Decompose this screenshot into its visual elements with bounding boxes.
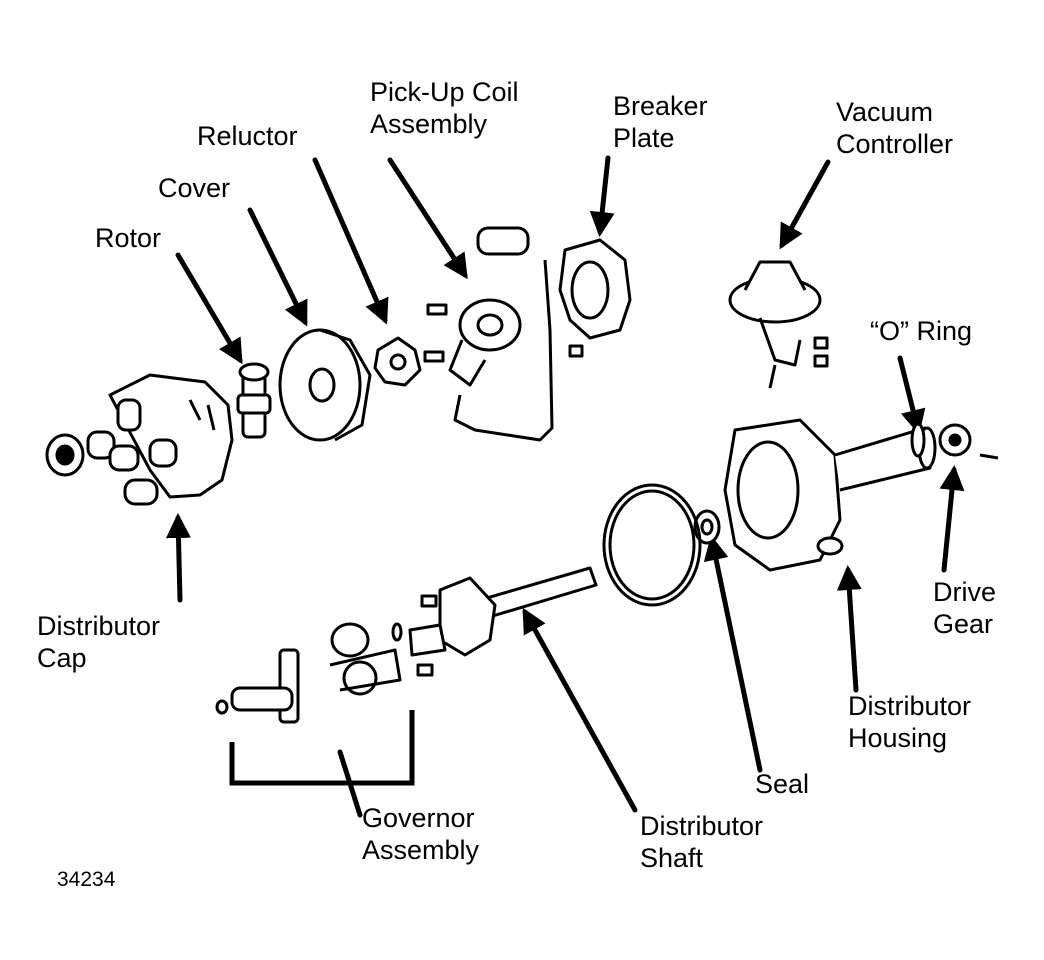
label-line: Distributor xyxy=(37,611,161,641)
label-line: Plate xyxy=(613,123,675,153)
label-breaker-plate: Breaker Plate xyxy=(613,90,708,154)
label-line: “O” Ring xyxy=(870,316,973,346)
vacuum-controller-part xyxy=(728,260,829,389)
arrow-distributor-cap xyxy=(165,513,191,603)
label-line: Shaft xyxy=(640,843,704,873)
label-line: Controller xyxy=(836,129,954,159)
label-line: Housing xyxy=(848,723,948,753)
arrow-distributor-shaft xyxy=(522,607,638,813)
label-line: Gear xyxy=(933,609,994,639)
label-rotor: Rotor xyxy=(95,222,161,254)
pickup-coil-part xyxy=(423,226,554,442)
distributor-shaft-part xyxy=(438,566,598,657)
label-cover: Cover xyxy=(158,172,230,204)
reluctor-part xyxy=(373,336,422,387)
governor-assembly-part xyxy=(215,594,447,724)
label-line: Governor xyxy=(362,803,475,833)
arrow-vacuum-controller xyxy=(779,159,831,250)
label-line: Assembly xyxy=(362,835,480,865)
arrow-seal xyxy=(703,535,763,773)
label-line: Seal xyxy=(755,769,810,799)
arrow-cover xyxy=(247,207,308,327)
arrow-rotor xyxy=(175,252,243,365)
governor-bracket xyxy=(229,710,415,786)
label-line: Pick-Up Coil xyxy=(370,77,519,107)
label-line: Distributor xyxy=(640,811,764,841)
distributor-cap-part xyxy=(45,373,234,506)
label-line: Cover xyxy=(158,173,231,203)
label-distributor-shaft: Distributor Shaft xyxy=(640,810,763,874)
label-drive-gear: Drive Gear xyxy=(933,576,996,640)
arrow-distributor-housing xyxy=(836,565,862,693)
label-line: Drive xyxy=(933,577,997,607)
label-distributor-cap: Distributor Cap xyxy=(37,610,160,674)
label-line: Cap xyxy=(37,643,87,673)
label-line: Rotor xyxy=(95,223,162,253)
label-vacuum-controller: Vacuum Controller xyxy=(836,96,953,160)
distributor-housing-part xyxy=(723,418,937,572)
label-line: Distributor xyxy=(848,691,972,721)
seal-part xyxy=(693,509,721,545)
label-pickup-coil-assembly: Pick-Up Coil Assembly xyxy=(370,76,519,140)
gasket-ring-part xyxy=(602,483,702,607)
arrow-pickup-coil xyxy=(387,157,468,280)
label-o-ring: “O” Ring xyxy=(870,315,972,347)
arrow-o-ring xyxy=(897,355,926,435)
label-line: Breaker xyxy=(613,91,708,121)
label-reluctor: Reluctor xyxy=(197,120,298,152)
arrow-reluctor xyxy=(312,157,389,325)
breaker-plate-part xyxy=(558,238,632,358)
cover-part xyxy=(278,328,372,442)
label-line: Assembly xyxy=(370,109,488,139)
label-line: Vacuum xyxy=(836,97,934,127)
drive-gear-part xyxy=(938,423,999,460)
label-line: Reluctor xyxy=(197,121,298,151)
label-governor-assembly: Governor Assembly xyxy=(362,802,479,866)
arrow-drive-gear xyxy=(939,465,965,573)
rotor-part xyxy=(236,362,272,439)
o-ring-part xyxy=(910,422,926,458)
label-distributor-housing: Distributor Housing xyxy=(848,690,971,754)
arrow-breaker-plate xyxy=(589,155,615,237)
figure-number: 34234 xyxy=(57,868,116,891)
label-seal: Seal xyxy=(755,768,809,800)
